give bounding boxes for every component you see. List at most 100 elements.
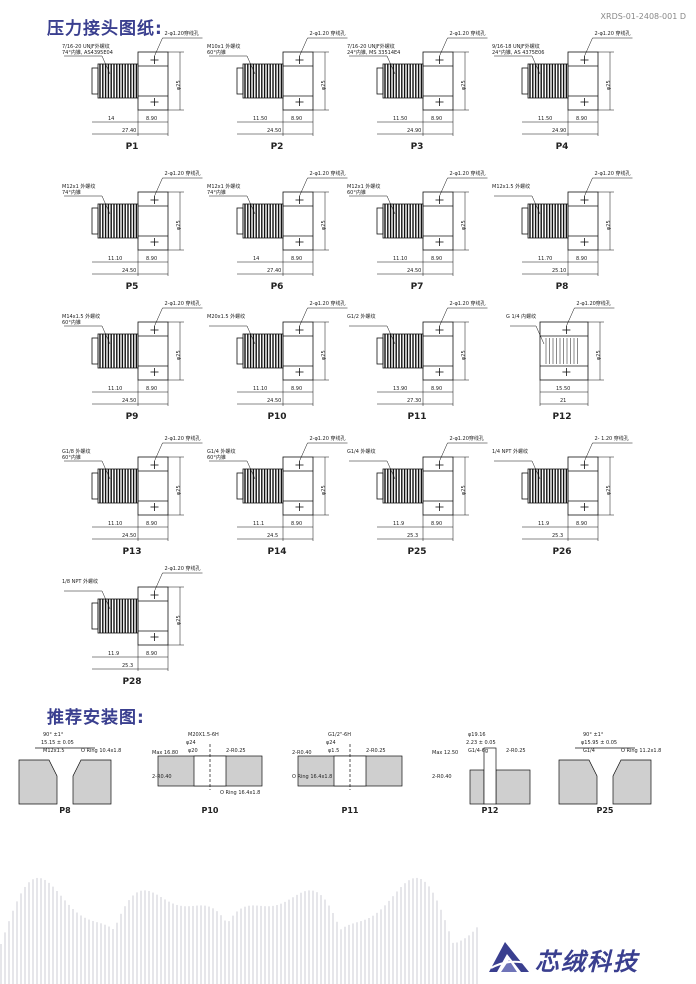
diameter-label: φ25 <box>461 220 467 230</box>
install-note: 90° ±1° <box>583 732 604 738</box>
thread-note: G 1/4 内螺纹 <box>506 314 537 320</box>
thread-note: M12x1 外螺纹 74°内锥 <box>207 184 241 196</box>
install-note: 2-R0.25 <box>366 748 386 754</box>
thread-note: 1/8 NPT 外螺纹 <box>62 579 99 585</box>
dim-label: 8.90 <box>431 116 443 122</box>
dim-label: 24.50 <box>267 128 282 134</box>
dim-label: 8.90 <box>146 521 158 527</box>
install-note: φ24 <box>326 740 336 746</box>
dim-label: 11.10 <box>108 386 123 392</box>
install-note: O Ring 10.4x1.8 <box>81 748 122 754</box>
part-outline <box>209 37 348 136</box>
part-outline <box>494 177 633 276</box>
hole-note: 2-φ1.20 穿线孔 <box>594 171 631 177</box>
page-title: 压力接头图纸: <box>47 19 163 39</box>
dim-label: 11.10 <box>253 386 268 392</box>
part-label: P3 <box>410 142 424 152</box>
part-label: P2 <box>270 142 284 152</box>
dim-label: 11.9 <box>393 521 405 527</box>
brand-logo-icon <box>489 942 530 972</box>
install-outline <box>18 747 112 805</box>
dim-label: 8.90 <box>291 116 303 122</box>
dim-label: 11.9 <box>538 521 550 527</box>
install-outline <box>558 747 652 805</box>
dim-label: 11.50 <box>538 116 553 122</box>
diameter-label: φ25 <box>461 80 467 90</box>
install-note: Max 12.50 <box>432 750 459 756</box>
install-label: P12 <box>481 806 499 815</box>
part-label: P14 <box>267 547 287 557</box>
part-label: P6 <box>270 282 284 292</box>
dim-label: 8.90 <box>431 386 443 392</box>
hole-note: 2-φ1.20 穿线孔 <box>164 301 201 307</box>
part-label: P12 <box>552 412 572 422</box>
part-label: P9 <box>125 412 139 422</box>
part-outline <box>64 572 203 671</box>
hole-note: 2-φ1.20 穿线孔 <box>449 301 486 307</box>
dim-label: 24.90 <box>552 128 567 134</box>
install-note: O Ring 16.4x1.8 <box>292 774 333 780</box>
dim-label: 8.90 <box>146 651 158 657</box>
install-note: 2-R0.25 <box>226 748 246 754</box>
hole-note: 2-φ1.20 穿线孔 <box>594 31 631 37</box>
dim-label: 25.3 <box>407 533 419 539</box>
part-outline <box>64 37 203 136</box>
part-label: P7 <box>410 282 424 292</box>
install-outline <box>297 744 403 790</box>
thread-note: M12x1.5 外螺纹 <box>492 184 531 190</box>
dim-label: 25.10 <box>552 268 567 274</box>
hole-note: 2-φ1.20 穿线孔 <box>449 171 486 177</box>
install-title: 推荐安装图: <box>47 708 145 728</box>
dim-label: 11.50 <box>393 116 408 122</box>
part-label: P26 <box>552 547 572 557</box>
part-label: P13 <box>122 547 142 557</box>
part-label: P8 <box>555 282 569 292</box>
hole-note: 2-φ1.20 穿线孔 <box>309 436 346 442</box>
part-label: P28 <box>122 677 142 687</box>
dim-label: 11.70 <box>538 256 553 262</box>
thread-note: M14x1.5 外螺纹 60°内锥 <box>62 314 101 326</box>
hole-note: 2-φ1.20 穿线孔 <box>309 301 346 307</box>
diameter-label: φ25 <box>176 220 182 230</box>
dim-label: 24.90 <box>407 128 422 134</box>
install-label: P25 <box>596 806 614 815</box>
install-note: 2-R0.40 <box>292 750 312 756</box>
hole-note: 2-φ1.20 穿线孔 <box>309 31 346 37</box>
thread-note: G1/2 外螺纹 <box>347 314 376 320</box>
dim-label: 8.90 <box>291 386 303 392</box>
dim-label: 11.50 <box>253 116 268 122</box>
install-note: O Ring 16.4x1.8 <box>220 790 261 796</box>
diameter-label: φ25 <box>176 80 182 90</box>
dim-label: 27.30 <box>407 398 422 404</box>
dim-label: 24.50 <box>122 398 137 404</box>
hole-note: 2-φ1.20 穿线孔 <box>449 31 486 37</box>
part-outline <box>349 177 488 276</box>
diameter-label: φ25 <box>176 615 182 625</box>
install-note: M20X1.5-6H <box>188 732 219 738</box>
dim-label: 25.3 <box>552 533 564 539</box>
install-note: 90° ±1° <box>43 732 64 738</box>
dim-label: 14 <box>253 256 260 262</box>
install-note: φ19.16 <box>468 732 486 738</box>
part-outline <box>209 177 348 276</box>
dim-label: 8.90 <box>291 521 303 527</box>
dim-label: 8.90 <box>146 116 158 122</box>
part-outline <box>349 37 488 136</box>
install-label: P8 <box>59 806 71 815</box>
install-note: 2-R0.40 <box>432 774 452 780</box>
thread-note: M10x1 外螺纹 60°内锥 <box>207 44 241 56</box>
dim-label: 24.50 <box>267 398 282 404</box>
thread-note: M20x1.5 外螺纹 <box>207 314 246 320</box>
install-label: P10 <box>201 806 219 815</box>
